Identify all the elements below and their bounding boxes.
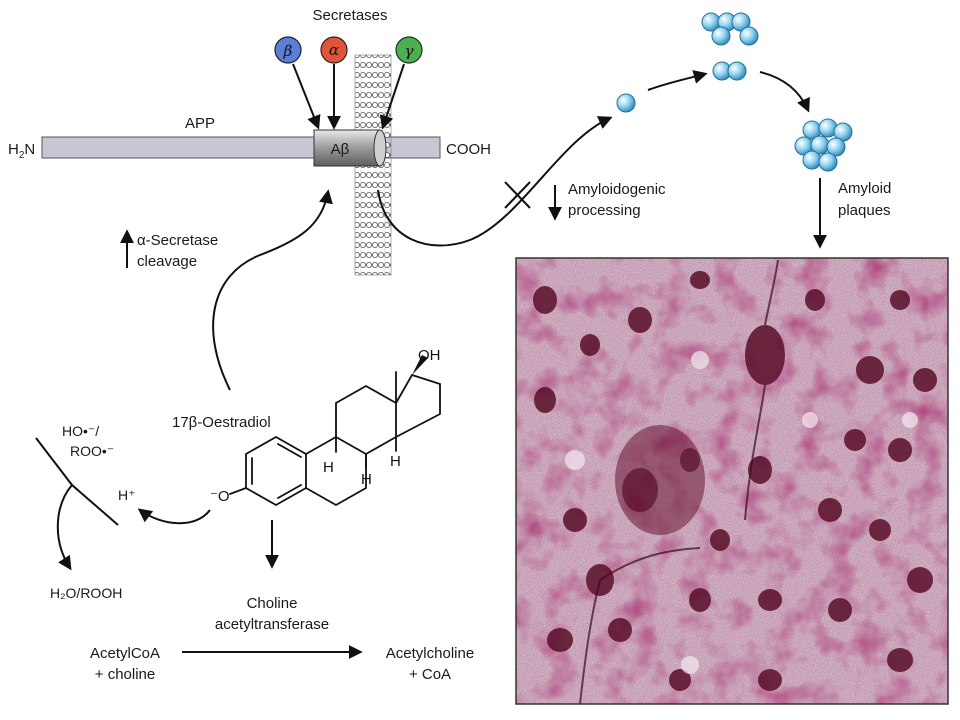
abeta-label: Aβ: [331, 141, 350, 158]
beta-secretase: β: [274, 36, 302, 64]
amyloid-plaques-label-2: plaques: [838, 202, 891, 219]
app-label: APP: [185, 115, 215, 132]
alpha-cleavage-label-1: α-Secretase: [137, 232, 218, 249]
h-atom-3: H: [390, 453, 401, 470]
phenoxide-oxygen: ⁻O: [210, 488, 230, 505]
h-atom-1: H: [323, 459, 334, 476]
product-label-1: Acetylcholine: [386, 645, 474, 662]
c-terminus-label: COOH: [446, 141, 491, 158]
amyloidogenic-label-2: processing: [568, 202, 641, 219]
alpha-symbol: α: [329, 41, 339, 59]
h-atom-2: H: [361, 471, 372, 488]
product-label-2: + CoA: [409, 666, 451, 683]
gamma-symbol: γ: [405, 42, 414, 60]
abeta-segment: Aβ: [313, 129, 387, 167]
enzyme-label-1: Choline: [247, 595, 298, 612]
amyloidogenic-label-1: Amyloidogenic: [568, 181, 666, 198]
n-terminus-label: H2N: [8, 141, 35, 161]
secretases-title: Secretases: [312, 7, 387, 24]
h-plus-label: H⁺: [118, 487, 136, 503]
alpha-cleavage-label-2: cleavage: [137, 253, 197, 270]
amyloidogenic-arrow: [377, 116, 613, 247]
amyloid-monomer: [616, 93, 636, 113]
amyloid-fibril-cluster: [794, 118, 853, 172]
oestradiol-to-app-arrow: [212, 189, 333, 391]
amyloid-oligomers: [701, 12, 759, 81]
substrate-label-2: + choline: [95, 666, 155, 683]
beta-symbol: β: [283, 42, 293, 60]
alpha-secretase: α: [320, 36, 348, 64]
amyloid-plaque-histology: [516, 258, 948, 704]
gamma-secretase: γ: [395, 36, 423, 64]
water-peroxide-label: H₂O/ROOH: [50, 585, 122, 601]
enzyme-label-2: acetyltransferase: [215, 616, 329, 633]
radical-label-1: HO•⁻/: [62, 423, 99, 439]
amyloid-plaques-label-1: Amyloid: [838, 180, 891, 197]
oestradiol-label: 17β-Oestradiol: [172, 414, 271, 431]
substrate-label-1: AcetylCoA: [90, 645, 160, 662]
oestradiol-structure: [245, 355, 441, 507]
oh-group: OH: [418, 347, 441, 364]
radical-label-2: ROO•⁻: [70, 443, 114, 459]
